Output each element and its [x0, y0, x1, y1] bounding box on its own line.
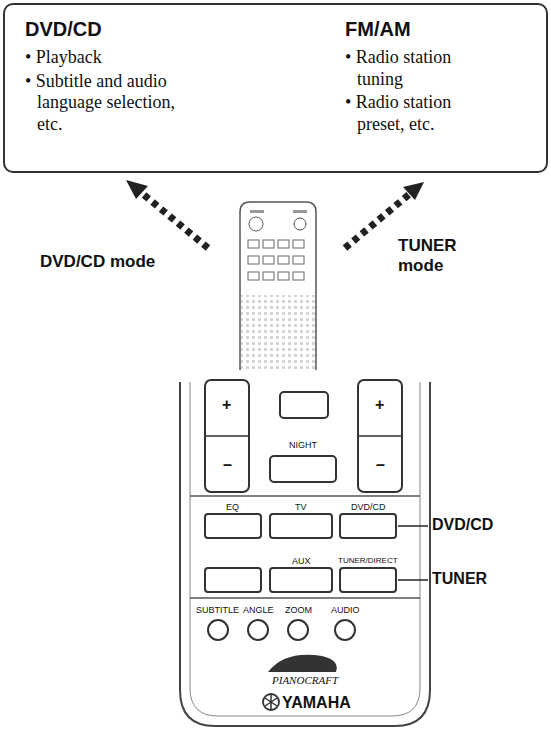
brand-logo: YAMAHA: [282, 694, 351, 712]
section-heading: FM/AM: [345, 17, 525, 41]
bullet-item: • Radio station tuning: [345, 47, 495, 90]
volume-sign: –: [376, 456, 385, 474]
volume-sign: +: [375, 396, 384, 414]
button-label: AUX: [292, 556, 311, 566]
remote-closeup: [180, 380, 430, 726]
button-label: AUDIO: [331, 605, 360, 615]
leader-line: [398, 579, 428, 581]
function-box: DVD/CD • Playback• Subtitle and audio lan…: [3, 3, 548, 173]
mode-arrow: [126, 180, 208, 248]
small-remote: [240, 202, 316, 370]
volume-sign: +: [222, 396, 231, 414]
callout-label: DVD/CD: [432, 516, 493, 534]
callout-label: TUNER: [432, 570, 487, 588]
button-label: ZOOM: [285, 605, 312, 615]
button-label: SUBTITLE: [196, 605, 239, 615]
button-label: ANGLE: [243, 605, 274, 615]
button-label: TUNER/DIRECT: [338, 556, 398, 565]
bullet-item: • Playback: [25, 47, 185, 69]
button-label: TV: [295, 502, 307, 512]
button-label: NIGHT: [289, 440, 317, 450]
bullet-item: • Subtitle and audio language selection,…: [25, 71, 175, 136]
button-label: EQ: [226, 502, 239, 512]
volume-sign: –: [223, 456, 232, 474]
brand-logo: PIANOCRAFT: [272, 674, 338, 687]
mode-label: TUNER mode: [398, 236, 468, 275]
button-label: DVD/CD: [351, 502, 386, 512]
leader-line: [398, 525, 428, 527]
bullet-item: • Radio station preset, etc.: [345, 92, 495, 135]
mode-label: DVD/CD mode: [40, 252, 155, 272]
section-heading: DVD/CD: [25, 17, 225, 41]
